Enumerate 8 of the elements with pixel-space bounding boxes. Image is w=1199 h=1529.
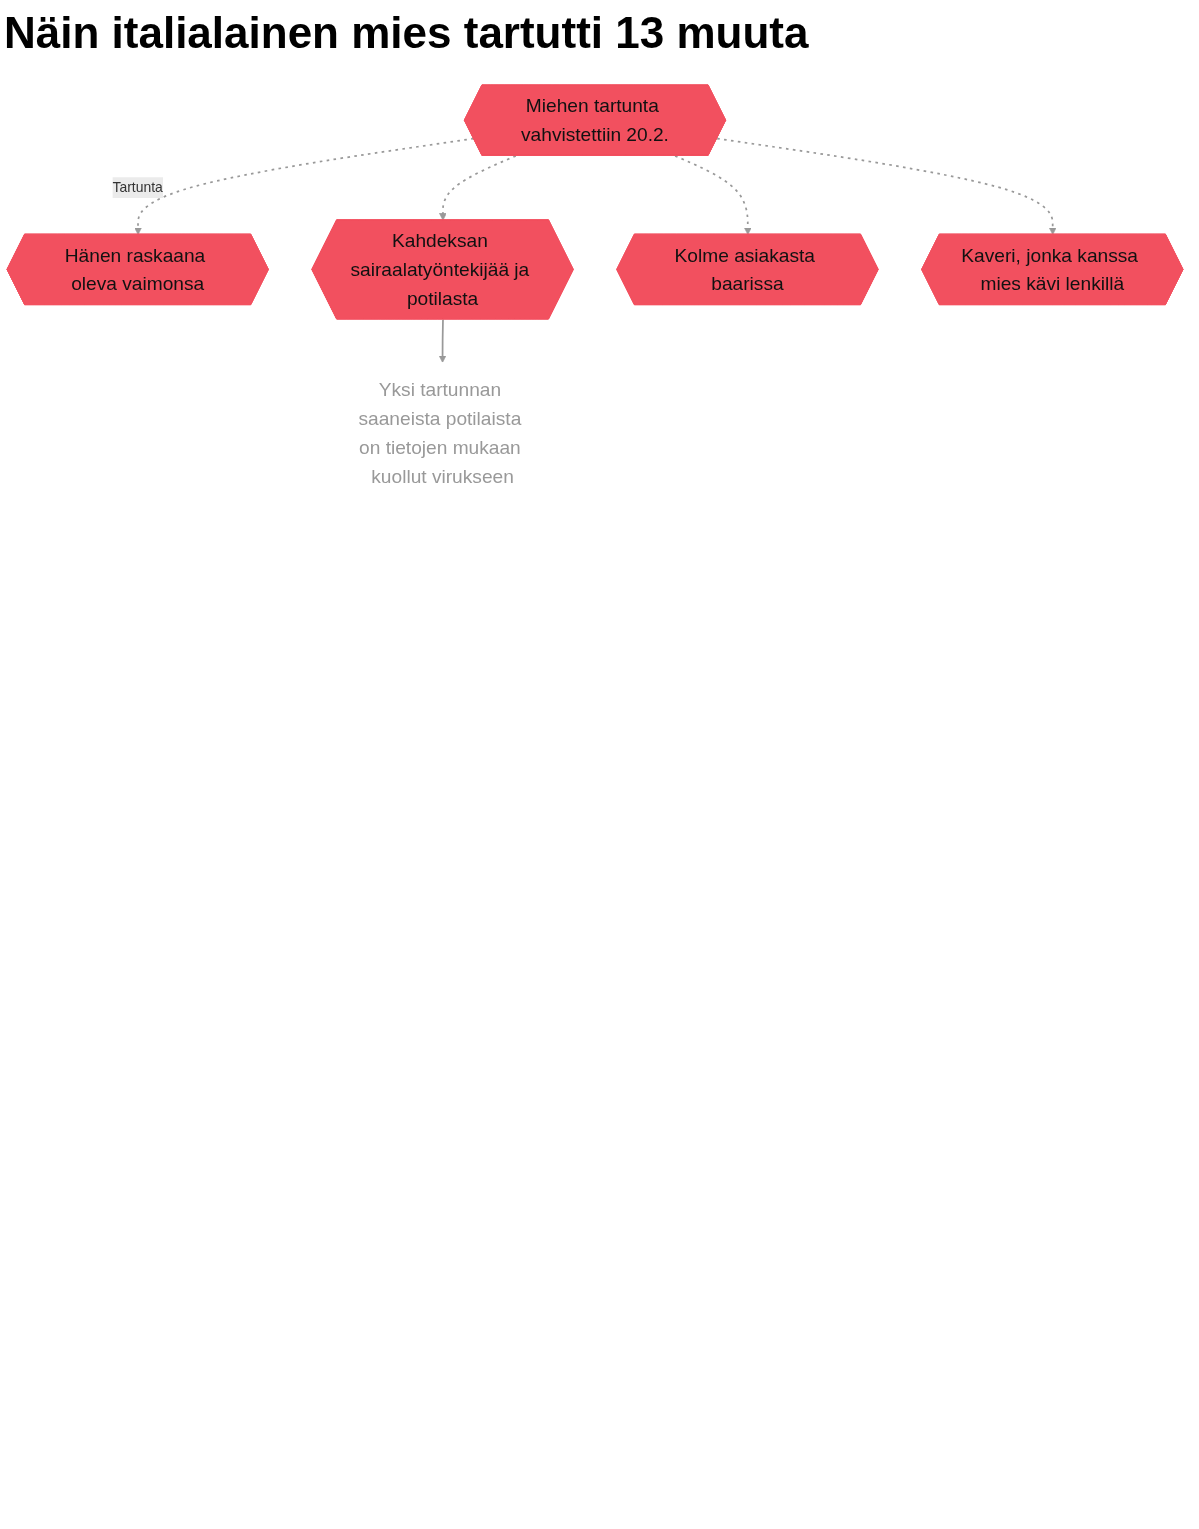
arrow — [674, 155, 752, 235]
arrow — [439, 155, 517, 221]
edge-label: Tartunta — [112, 179, 163, 195]
arrow — [134, 137, 475, 235]
node-text: Yksi tartunnan saaneista potilaista on tietojen mukaan kuollut virukseen — [358, 379, 522, 487]
arrow — [716, 137, 1057, 235]
arrow — [438, 318, 447, 363]
title: Näin italialainen mies tartutti 13 muuta — [4, 8, 810, 58]
